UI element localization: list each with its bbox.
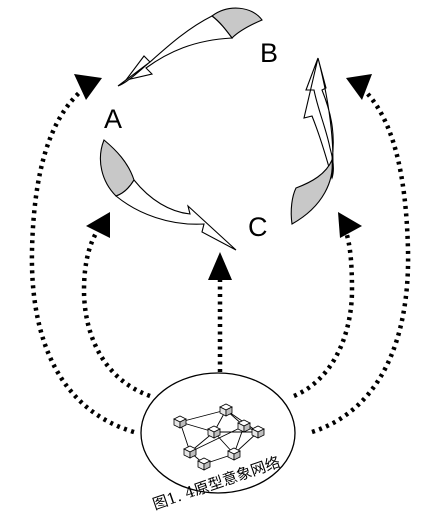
cycle-arrow-b-to-c: [290, 57, 334, 225]
node-label-b: B: [260, 38, 278, 68]
cycle-arrow-a-to-b: [117, 7, 263, 87]
network-cube-2: [219, 403, 233, 417]
network-to-a-inner-arrow: [81, 212, 151, 399]
network-to-b-inner-arrow: [293, 212, 362, 399]
network-cube-7: [227, 447, 241, 461]
network-cube-6: [183, 445, 197, 459]
prototype-image-network: [140, 372, 296, 494]
node-label-a: A: [104, 104, 122, 134]
network-to-b-outer-arrow: [311, 74, 411, 435]
network-cube-4: [237, 419, 251, 433]
network-to-a-outer-arrow: [29, 74, 135, 435]
network-cube-3: [207, 425, 221, 439]
node-label-c: C: [248, 212, 268, 242]
network-cube-1: [173, 415, 187, 429]
network-cube-8: [197, 457, 211, 471]
network-to-c-arrow: [208, 252, 232, 372]
cycle-arrow-c-to-a: [99, 139, 237, 251]
network-cubes: [173, 403, 265, 471]
network-cube-5: [251, 425, 265, 439]
